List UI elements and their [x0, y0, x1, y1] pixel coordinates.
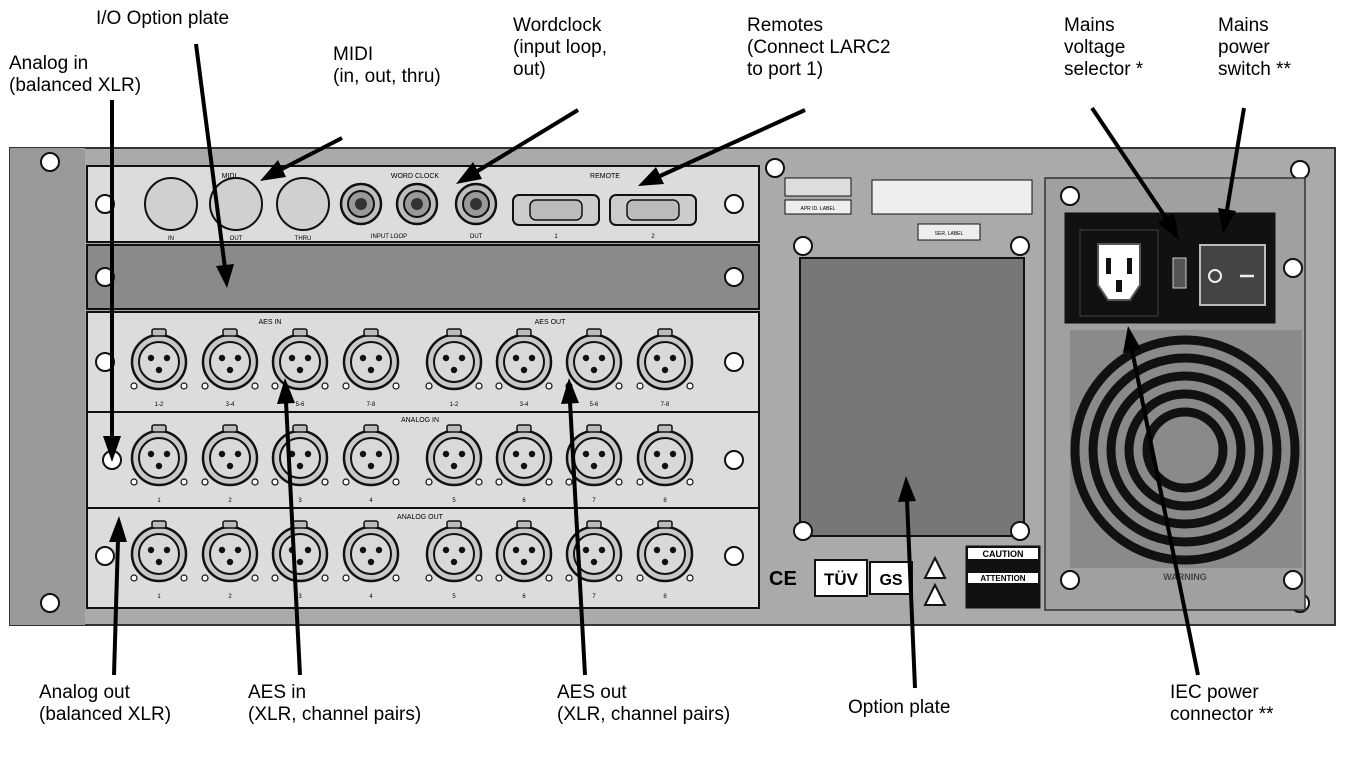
svg-text:IN: IN — [168, 236, 174, 242]
label-iec-power-connector: IEC power connector ** — [1170, 682, 1274, 725]
gs-mark — [869, 561, 913, 595]
io-option-plate — [86, 244, 760, 310]
rack-ear-left — [10, 148, 85, 625]
label-midi: MIDI (in, out, thru) — [333, 44, 441, 87]
svg-text:1-2: 1-2 — [155, 402, 164, 408]
warning-label: WARNING — [1163, 572, 1207, 582]
label-analog-in: Analog in (balanced XLR) — [9, 53, 142, 96]
svg-text:4: 4 — [369, 594, 373, 600]
mains-voltage-selector — [1172, 257, 1187, 289]
panel-analog-out-header: ANALOG OUT — [397, 514, 444, 521]
svg-text:1: 1 — [157, 594, 161, 600]
panel-midi-header: MIDI — [222, 173, 237, 180]
svg-text:TÜV: TÜV — [824, 570, 859, 589]
wordclock-input-loop-2 — [395, 182, 439, 226]
svg-text:1-2: 1-2 — [450, 402, 459, 408]
fan-grille — [1070, 330, 1302, 568]
mains-power-switch — [1199, 244, 1266, 306]
panel-aes-out-header: AES OUT — [535, 319, 566, 326]
svg-text:1: 1 — [157, 498, 161, 504]
svg-text:6: 6 — [522, 594, 526, 600]
svg-text:7: 7 — [592, 498, 596, 504]
midi-thru-port — [276, 177, 330, 231]
panel-analog-in-header: ANALOG IN — [401, 417, 439, 424]
svg-text:2: 2 — [228, 498, 232, 504]
svg-text:2: 2 — [228, 594, 232, 600]
warning-triangle-icon-2 — [923, 582, 947, 606]
label-mains-power-switch: Mains power switch ** — [1218, 15, 1291, 80]
svg-text:3: 3 — [298, 498, 302, 504]
svg-text:3-4: 3-4 — [520, 402, 529, 408]
svg-text:INPUT LOOP: INPUT LOOP — [371, 234, 407, 240]
svg-text:7-8: 7-8 — [661, 402, 670, 408]
svg-text:1: 1 — [554, 234, 558, 240]
label-aes-out: AES out (XLR, channel pairs) — [557, 682, 731, 725]
label-aes-in: AES in (XLR, channel pairs) — [248, 682, 422, 725]
midi-in-port — [144, 177, 198, 231]
svg-text:THRU: THRU — [295, 236, 312, 242]
svg-text:4: 4 — [369, 498, 373, 504]
callout-arrows — [103, 43, 1246, 689]
label-remotes: Remotes (Connect LARC2 to port 1) — [747, 15, 891, 80]
svg-text:7: 7 — [592, 594, 596, 600]
label-mains-voltage-selector: Mains voltage selector * — [1064, 15, 1144, 80]
ce-mark: CE — [769, 568, 797, 590]
svg-text:OUT: OUT — [230, 236, 243, 242]
option-plate-slot — [799, 257, 1025, 537]
svg-text:7-8: 7-8 — [367, 402, 376, 408]
svg-text:5-6: 5-6 — [296, 402, 305, 408]
svg-text:ATTENTION: ATTENTION — [980, 574, 1025, 583]
svg-text:5: 5 — [452, 594, 456, 600]
svg-text:8: 8 — [663, 594, 667, 600]
svg-text:8: 8 — [663, 498, 667, 504]
svg-text:3-4: 3-4 — [226, 402, 235, 408]
panel-remote-header: REMOTE — [590, 173, 620, 180]
svg-text:3: 3 — [298, 594, 302, 600]
svg-text:CAUTION: CAUTION — [983, 549, 1024, 559]
svg-text:GS: GS — [879, 572, 902, 589]
wordclock-out — [454, 182, 498, 226]
label-option-plate: Option plate — [848, 697, 951, 718]
tuv-mark — [814, 559, 868, 597]
label-io-option-plate: I/O Option plate — [96, 8, 230, 29]
svg-text:OUT: OUT — [470, 234, 483, 240]
panel-aes-in-header: AES IN — [259, 319, 282, 326]
warning-triangle-icon — [923, 555, 947, 579]
panel-wordclock-header: WORD CLOCK — [391, 173, 440, 180]
label-analog-out: Analog out (balanced XLR) — [39, 682, 172, 725]
svg-text:SER. LABEL: SER. LABEL — [935, 231, 964, 237]
svg-text:2: 2 — [651, 234, 655, 240]
svg-text:APR ID. LABEL: APR ID. LABEL — [800, 206, 835, 212]
svg-text:5: 5 — [452, 498, 456, 504]
wordclock-input-loop-1 — [339, 182, 383, 226]
label-wordclock: Wordclock (input loop, out) — [513, 15, 608, 80]
svg-text:5-6: 5-6 — [590, 402, 599, 408]
svg-text:6: 6 — [522, 498, 526, 504]
